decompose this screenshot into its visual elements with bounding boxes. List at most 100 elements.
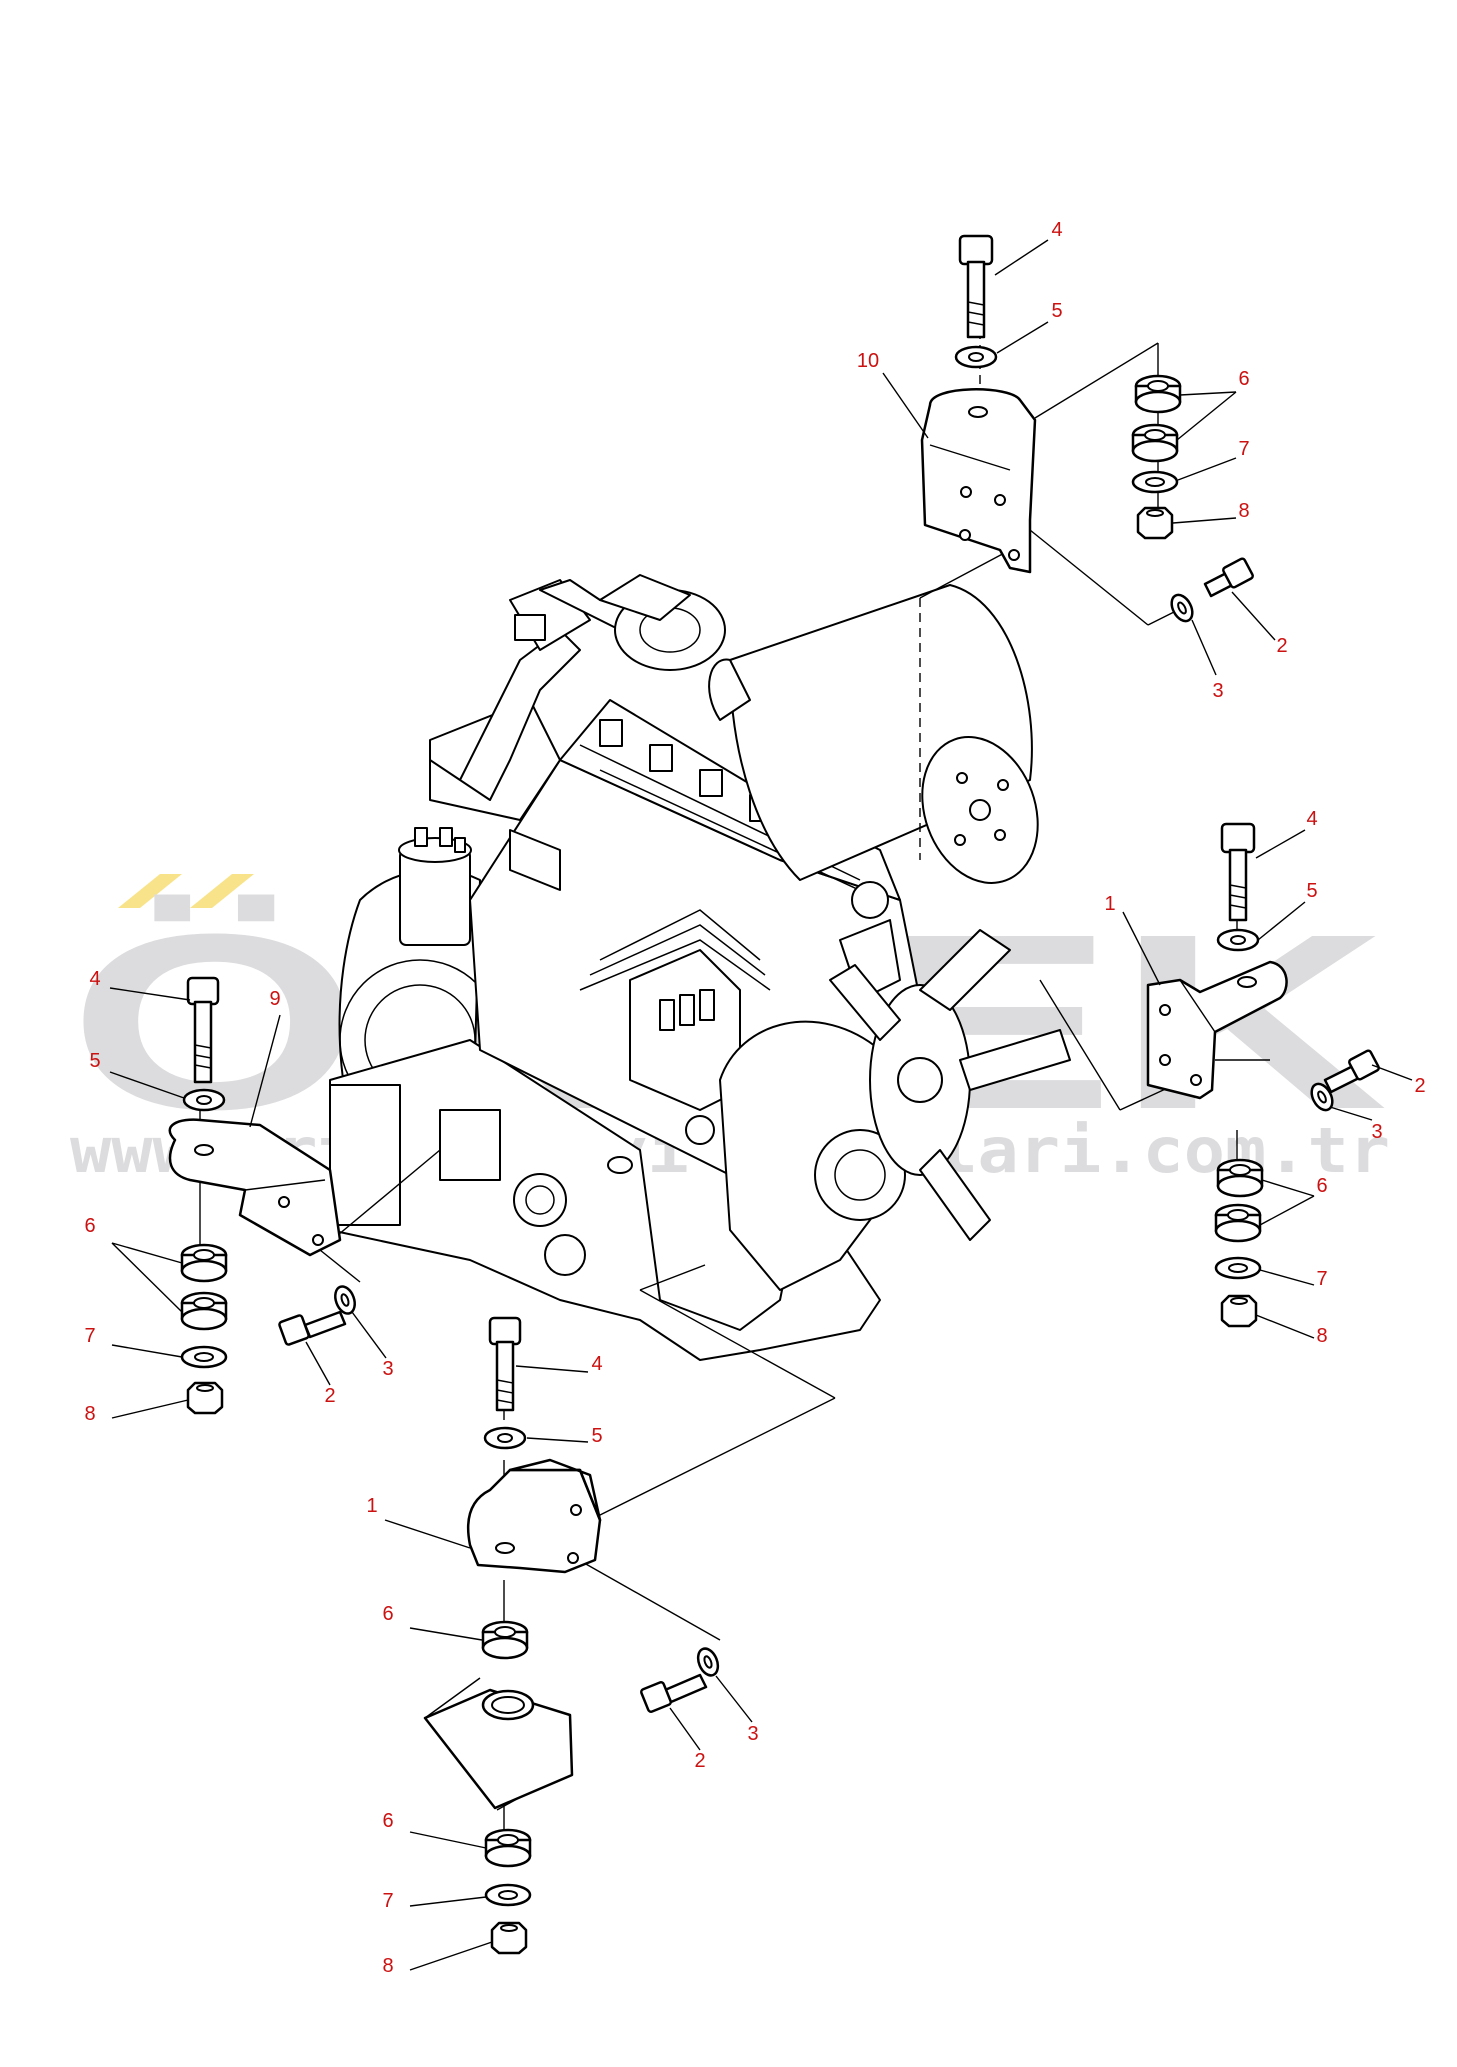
callout-leader-line [351, 1311, 387, 1359]
washer-part-7 [180, 1345, 228, 1369]
callout-label: 2 [694, 1750, 705, 1772]
callout-leader-line [409, 1941, 493, 1971]
left-bracket-assembly [168, 976, 356, 1415]
engine-bracket-part-10 [920, 388, 1037, 574]
callout-label: 6 [1238, 368, 1249, 390]
callout-3: 3 [1329, 1106, 1383, 1143]
nut-part-8 [1136, 506, 1174, 540]
bolt-part-2 [1203, 557, 1254, 598]
callout-label: 5 [1051, 300, 1062, 322]
callout-label: 5 [89, 1050, 100, 1072]
callout-2: 2 [1231, 591, 1288, 657]
rubber-mount-part-6-upper [481, 1620, 529, 1660]
rubber-mount-part-6-upper [1134, 374, 1182, 414]
bolt-part-4 [186, 976, 220, 1084]
callout-4: 4 [1255, 808, 1318, 859]
callout-leader-line [1231, 591, 1276, 641]
callout-label: 6 [382, 1810, 393, 1832]
callout-leader-line [409, 1627, 483, 1641]
callout-label: 7 [1316, 1268, 1327, 1290]
callout-label: 2 [1276, 635, 1287, 657]
rubber-mount-part-6-lower [180, 1291, 228, 1331]
watermark-accent-mark [190, 874, 254, 908]
washer-part-3 [334, 1285, 356, 1315]
callout-6: 6 [1259, 1175, 1328, 1226]
engine-bracket-part-9 [168, 1118, 342, 1257]
washer-part-5 [954, 345, 998, 369]
callout-label: 3 [1212, 680, 1223, 702]
callout-5: 5 [89, 1050, 185, 1099]
callout-label: 4 [591, 1353, 602, 1375]
callout-label: 7 [84, 1325, 95, 1347]
callout-leader-line [109, 1071, 185, 1099]
callout-label: 4 [1051, 219, 1062, 241]
callout-leader-line [882, 372, 929, 439]
callout-4: 4 [89, 968, 191, 1001]
nut-part-8 [1220, 1294, 1258, 1328]
nut-part-8 [186, 1381, 224, 1415]
callout-leader-line [1259, 1195, 1315, 1226]
callout-label: 6 [1316, 1175, 1327, 1197]
washer-part-5 [483, 1426, 527, 1450]
engine-bracket-part-1 [1146, 960, 1288, 1100]
cooling-fan [829, 929, 1071, 1241]
callout-4: 4 [994, 219, 1063, 276]
washer-part-7 [1214, 1256, 1262, 1280]
callout-leader-line [111, 1242, 183, 1313]
rubber-mount-part-6-lower [1214, 1203, 1262, 1243]
callout-leader-line [1329, 1106, 1373, 1121]
callout-label: 7 [1238, 438, 1249, 460]
rear-bracket-assembly [920, 234, 1254, 623]
callout-4: 4 [515, 1353, 603, 1375]
callout-6: 6 [84, 1215, 183, 1313]
callout-1: 1 [1104, 893, 1161, 986]
callout-leader-line [1261, 1179, 1315, 1197]
bolt-part-2 [278, 1310, 347, 1346]
washer-part-3 [1170, 593, 1194, 623]
air-intake-pipe [429, 629, 581, 801]
callout-label: 10 [857, 350, 879, 372]
front-bracket-assembly [423, 1316, 720, 1955]
washer-part-5 [182, 1088, 226, 1112]
fuel-filter [398, 827, 472, 946]
callout-label: 1 [366, 1495, 377, 1517]
rubber-mount-part-6-lower [484, 1828, 532, 1868]
callout-8: 8 [382, 1941, 493, 1977]
air-cleaner [708, 584, 1039, 884]
nut-part-8 [490, 1921, 528, 1955]
callout-2: 2 [669, 1707, 706, 1772]
callout-8: 8 [1255, 1314, 1328, 1347]
callout-leader-line [996, 321, 1049, 354]
callout-9: 9 [249, 988, 281, 1128]
callout-label: 8 [84, 1403, 95, 1425]
callout-leader-line [111, 1344, 183, 1358]
rubber-mount-part-6-upper [180, 1243, 228, 1283]
callout-3: 3 [715, 1675, 759, 1745]
bolt-part-2 [640, 1673, 708, 1713]
callout-leader-line [1179, 391, 1237, 396]
callout-leader-line [1257, 901, 1306, 941]
callout-8: 8 [84, 1399, 189, 1425]
washer-part-3 [1310, 1082, 1334, 1112]
callout-5: 5 [996, 300, 1063, 354]
right-bracket-assembly [1146, 822, 1380, 1328]
callout-8: 8 [1172, 500, 1250, 524]
callout-label: 5 [591, 1425, 602, 1447]
callout-label: 3 [382, 1358, 393, 1380]
callout-label: 4 [1306, 808, 1317, 830]
callout-leader-line [526, 1437, 589, 1443]
engine-assembly [329, 574, 1071, 1361]
callout-label: 6 [84, 1215, 95, 1237]
bolt-part-4 [1220, 822, 1256, 922]
callout-leader-line [249, 1014, 281, 1128]
callout-leader-line [409, 1831, 487, 1849]
callout-label: 3 [1371, 1121, 1382, 1143]
callout-7: 7 [382, 1890, 487, 1912]
callout-1: 1 [366, 1495, 471, 1549]
callout-leader-line [1122, 911, 1161, 986]
callout-6: 6 [382, 1810, 487, 1849]
callout-7: 7 [84, 1325, 183, 1358]
callout-7: 7 [1259, 1268, 1328, 1290]
